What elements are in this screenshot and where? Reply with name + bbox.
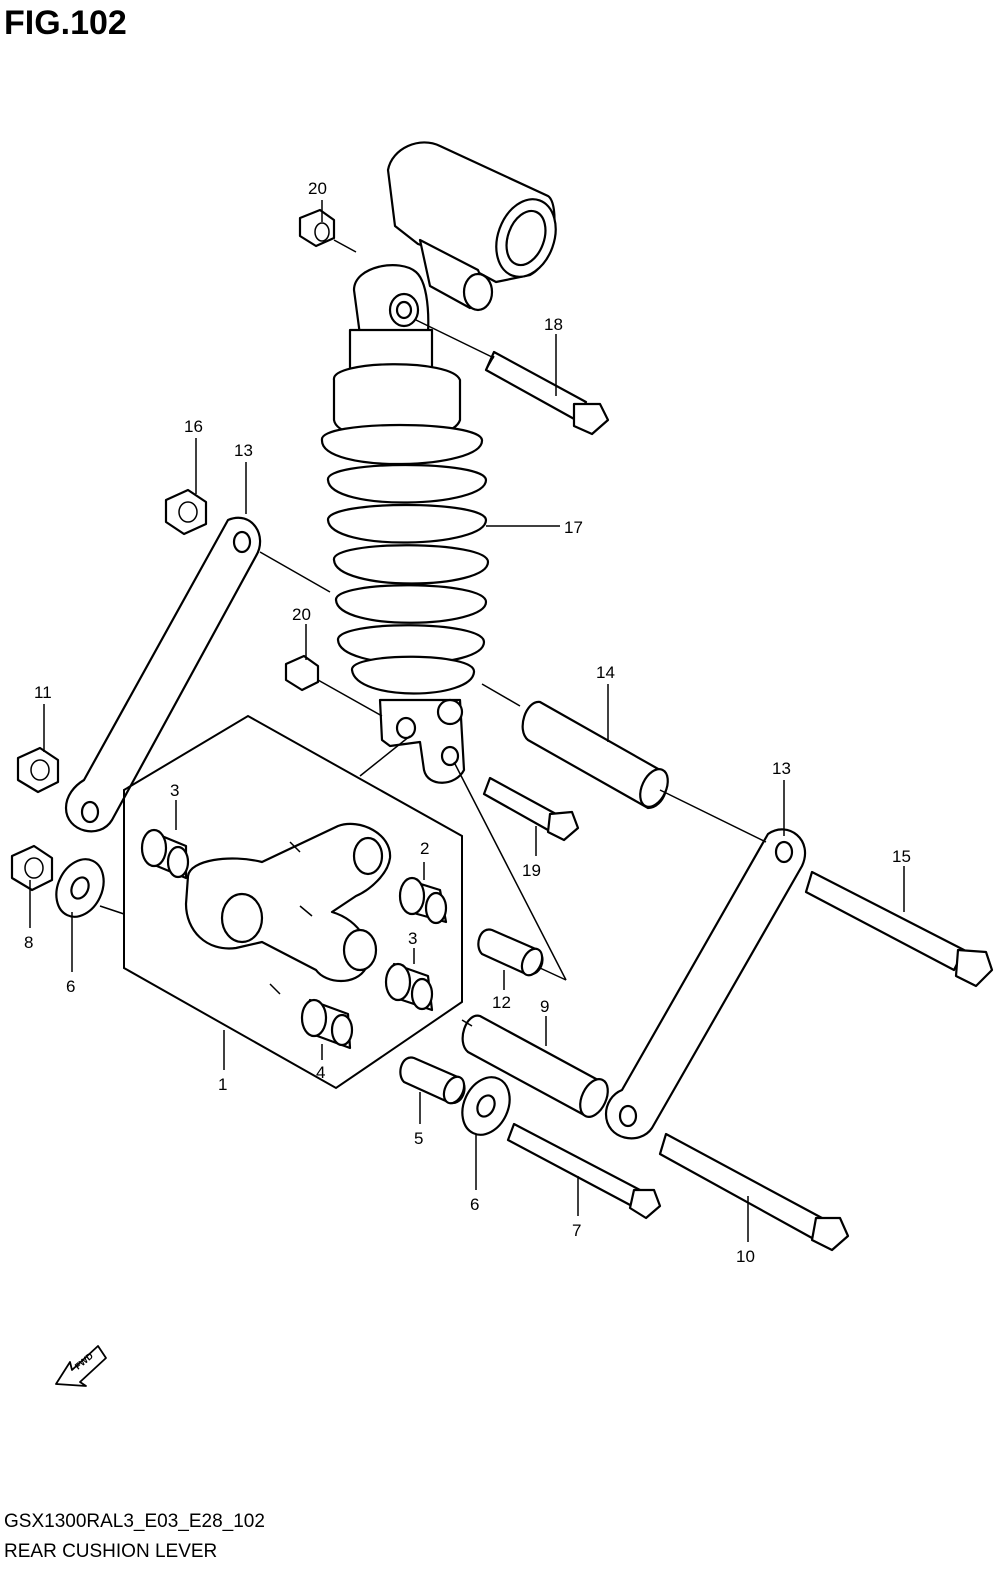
- callout-15: 15: [892, 847, 911, 866]
- callout-20-lower: 20: [292, 605, 311, 624]
- nut-8[interactable]: [10, 844, 54, 892]
- callout-11: 11: [34, 683, 52, 702]
- diagram-name: REAR CUSHION LEVER: [4, 1541, 218, 1562]
- nut-20-lower[interactable]: [284, 654, 320, 692]
- bearing-2[interactable]: [398, 876, 448, 925]
- bolt-15[interactable]: [804, 870, 994, 988]
- bearing-3-lower[interactable]: [384, 962, 434, 1012]
- callout-10: 10: [736, 1247, 755, 1266]
- collar-5[interactable]: [399, 1056, 468, 1106]
- spacer-9[interactable]: [461, 1014, 614, 1122]
- callout-8: 8: [24, 933, 33, 952]
- callout-labels: 20 18 17 16 13 20 11 14 13 15 19 3 2 3 4…: [24, 179, 911, 1266]
- washer-6-right[interactable]: [453, 1070, 518, 1143]
- bolt-18[interactable]: [484, 350, 610, 436]
- collar-12[interactable]: [477, 928, 546, 978]
- washer-6-left[interactable]: [47, 852, 112, 925]
- callout-3-upper: 3: [170, 781, 179, 800]
- callout-20-top: 20: [308, 179, 327, 198]
- bolt-10[interactable]: [658, 1132, 850, 1252]
- cushion-lever-assembly[interactable]: [123, 714, 463, 1090]
- assembly-lines: [99, 239, 767, 1027]
- callout-6-left: 6: [66, 977, 75, 996]
- figure-title: FIG.102: [4, 4, 127, 42]
- nut-11[interactable]: [16, 746, 60, 794]
- callout-7: 7: [572, 1221, 581, 1240]
- callout-5: 5: [414, 1129, 423, 1148]
- bolt-7[interactable]: [506, 1122, 662, 1220]
- callout-2: 2: [420, 839, 429, 858]
- tie-rod-13-left[interactable]: [64, 516, 262, 833]
- callout-leaders: [29, 200, 905, 1242]
- callout-3-lower: 3: [408, 929, 417, 948]
- bolt-19[interactable]: [482, 776, 580, 842]
- fwd-arrow-icon: FWD: [55, 1345, 107, 1387]
- callout-17: 17: [564, 518, 583, 537]
- callout-13-left: 13: [234, 441, 253, 460]
- nut-16[interactable]: [164, 488, 208, 536]
- bearing-3-upper[interactable]: [140, 828, 190, 880]
- callout-13-right: 13: [772, 759, 791, 778]
- bearing-4[interactable]: [300, 998, 354, 1050]
- callout-1: 1: [218, 1075, 227, 1094]
- rear-shock-absorber[interactable]: [320, 141, 566, 784]
- callout-6-right: 6: [470, 1195, 479, 1214]
- callout-16: 16: [184, 417, 203, 436]
- callout-19: 19: [522, 861, 541, 880]
- callout-4: 4: [316, 1063, 325, 1082]
- callout-14: 14: [596, 663, 615, 682]
- callout-9: 9: [540, 997, 549, 1016]
- spacer-14[interactable]: [521, 700, 674, 811]
- tie-rod-13-right[interactable]: [604, 828, 807, 1140]
- callout-12: 12: [492, 993, 511, 1012]
- callout-18: 18: [544, 315, 563, 334]
- nut-20-top[interactable]: [298, 208, 336, 248]
- model-code: GSX1300RAL3_E03_E28_102: [4, 1511, 265, 1532]
